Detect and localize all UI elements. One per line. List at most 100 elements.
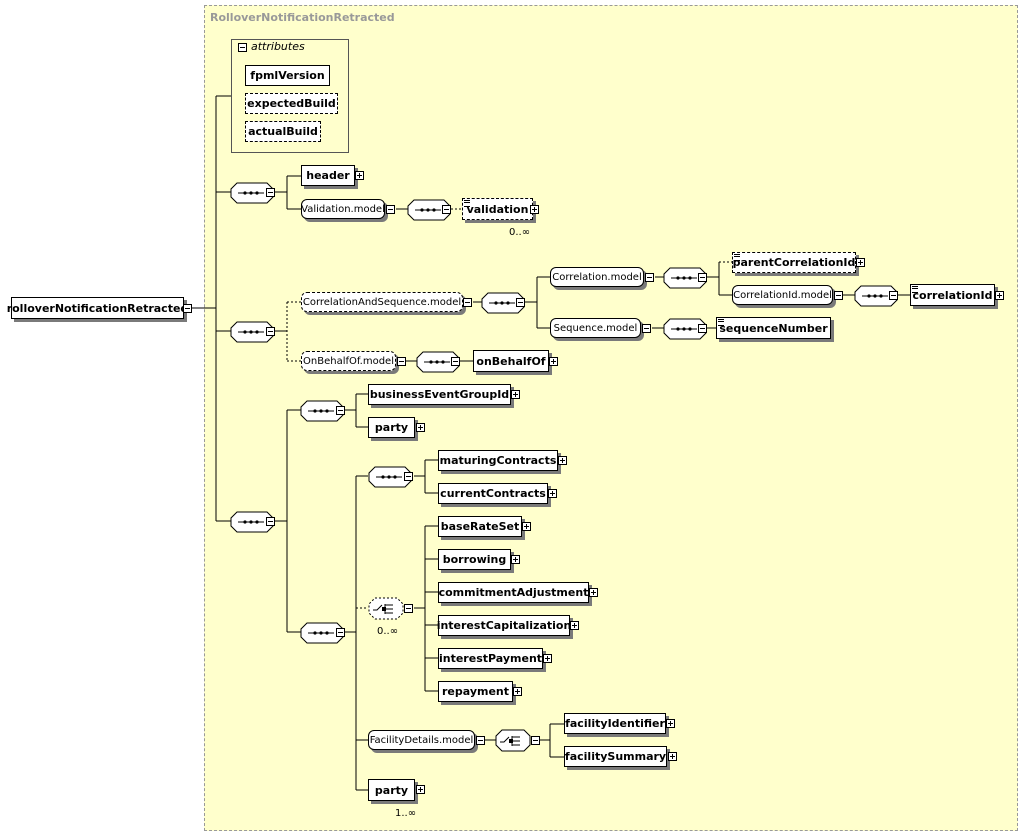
attributes-collapse-toggle[interactable]: [238, 43, 247, 52]
group-correlation-and-sequence-model[interactable]: CorrelationAndSequence.model: [301, 292, 463, 312]
group-correlation-id-model[interactable]: CorrelationId.model: [732, 285, 833, 305]
collapse-toggle[interactable]: [451, 357, 460, 366]
element-label: header: [306, 169, 350, 182]
attribute-actualbuild[interactable]: actualBuild: [245, 121, 321, 142]
element-label: onBehalfOf: [476, 354, 546, 368]
collapse-toggle[interactable]: [266, 327, 275, 336]
collapse-toggle[interactable]: [698, 273, 707, 282]
element-label: facilitySummary: [564, 750, 667, 763]
element-repayment[interactable]: repayment: [438, 681, 513, 702]
sequence-compositor-icon[interactable]: [368, 466, 416, 488]
collapse-toggle[interactable]: [463, 298, 472, 307]
element-sequence-number[interactable]: sequenceNumber: [716, 317, 831, 339]
expand-toggle[interactable]: [511, 555, 520, 564]
element-facility-summary[interactable]: facilitySummary: [564, 746, 667, 767]
attribute-fpmlversion[interactable]: fpmlVersion: [245, 65, 330, 86]
sequence-compositor-icon[interactable]: [481, 292, 529, 314]
sequence-compositor-icon[interactable]: [230, 321, 278, 343]
element-commitment-adjustment[interactable]: commitmentAdjustment: [438, 582, 589, 603]
collapse-toggle[interactable]: [397, 357, 406, 366]
collapse-toggle[interactable]: [386, 205, 395, 214]
element-current-contracts[interactable]: currentContracts: [438, 483, 548, 504]
element-party[interactable]: party: [368, 417, 415, 438]
element-interest-capitalization[interactable]: interestCapitalization: [437, 615, 571, 636]
expand-toggle[interactable]: [530, 205, 539, 214]
element-parent-correlation-id[interactable]: parentCorrelationId: [732, 252, 856, 273]
sequence-compositor-icon[interactable]: [663, 318, 711, 340]
element-label: maturingContracts: [439, 454, 557, 467]
group-sequence-model[interactable]: Sequence.model: [550, 318, 641, 338]
documentation-icon: [912, 286, 918, 293]
element-facility-identifier[interactable]: facilityIdentifier: [564, 713, 666, 734]
sequence-compositor-icon[interactable]: [230, 511, 278, 533]
group-label: CorrelationId.model: [733, 289, 832, 301]
collapse-toggle[interactable]: [442, 205, 451, 214]
expand-toggle[interactable]: [355, 171, 364, 180]
sequence-compositor-icon[interactable]: [663, 267, 711, 289]
attribute-label: fpmlVersion: [250, 69, 325, 82]
collapse-toggle[interactable]: [645, 273, 654, 282]
choice-compositor-icon[interactable]: [368, 597, 416, 621]
expand-toggle[interactable]: [558, 456, 567, 465]
root-collapse-toggle[interactable]: [183, 304, 192, 313]
expand-toggle[interactable]: [668, 752, 677, 761]
element-label: repayment: [441, 685, 510, 698]
expand-toggle[interactable]: [549, 357, 558, 366]
sequence-compositor-icon[interactable]: [300, 622, 348, 644]
expand-toggle[interactable]: [543, 654, 552, 663]
root-element-node[interactable]: rolloverNotificationRetracted: [7, 297, 188, 319]
sequence-compositor-icon[interactable]: [230, 182, 278, 204]
sequence-compositor-icon[interactable]: [300, 400, 348, 422]
collapse-toggle[interactable]: [336, 628, 345, 637]
collapse-toggle[interactable]: [516, 298, 525, 307]
element-borrowing[interactable]: borrowing: [438, 549, 511, 570]
expand-toggle[interactable]: [589, 588, 598, 597]
collapse-toggle[interactable]: [698, 324, 707, 333]
collapse-toggle[interactable]: [266, 188, 275, 197]
expand-toggle[interactable]: [666, 719, 675, 728]
group-validation-model[interactable]: Validation.model: [301, 199, 385, 219]
expand-toggle[interactable]: [548, 489, 557, 498]
sequence-compositor-icon[interactable]: [854, 285, 902, 307]
group-correlation-model[interactable]: Correlation.model: [550, 267, 644, 287]
sequence-compositor-icon[interactable]: [407, 199, 455, 221]
collapse-toggle[interactable]: [404, 472, 413, 481]
group-on-behalf-of-model[interactable]: OnBehalfOf.model: [301, 351, 396, 371]
expand-toggle[interactable]: [513, 687, 522, 696]
group-label: CorrelationAndSequence.model: [302, 296, 462, 308]
element-label: parentCorrelationId: [732, 256, 856, 269]
element-on-behalf-of[interactable]: onBehalfOf: [473, 350, 549, 372]
collapse-toggle[interactable]: [531, 736, 540, 745]
collapse-toggle[interactable]: [336, 406, 345, 415]
choice-compositor-icon[interactable]: [495, 729, 543, 753]
element-base-rate-set[interactable]: baseRateSet: [438, 516, 522, 537]
collapse-toggle[interactable]: [834, 291, 843, 300]
expand-toggle[interactable]: [416, 423, 425, 432]
element-header[interactable]: header: [301, 165, 355, 186]
element-maturing-contracts[interactable]: maturingContracts: [438, 450, 558, 471]
collapse-toggle[interactable]: [889, 291, 898, 300]
expand-toggle[interactable]: [416, 785, 425, 794]
attribute-expectedbuild[interactable]: expectedBuild: [245, 93, 338, 114]
expand-toggle[interactable]: [522, 522, 531, 531]
element-party[interactable]: party: [368, 779, 415, 801]
element-correlation-id[interactable]: correlationId: [910, 284, 995, 306]
collapse-toggle[interactable]: [266, 517, 275, 526]
expand-toggle[interactable]: [511, 390, 520, 399]
sequence-compositor-icon[interactable]: [416, 351, 464, 373]
expand-toggle[interactable]: [856, 258, 865, 267]
element-validation[interactable]: validation: [462, 198, 533, 220]
element-business-event-group-id[interactable]: businessEventGroupId: [368, 384, 511, 405]
cardinality-label: 0..∞: [509, 227, 531, 238]
group-facility-details-model[interactable]: FacilityDetails.model: [368, 730, 475, 750]
collapse-toggle[interactable]: [476, 736, 485, 745]
root-element-label: rolloverNotificationRetracted: [6, 301, 189, 315]
collapse-toggle[interactable]: [404, 604, 413, 613]
element-label: borrowing: [442, 553, 507, 566]
element-interest-payment[interactable]: interestPayment: [438, 648, 543, 669]
expand-toggle[interactable]: [570, 621, 579, 630]
expand-toggle[interactable]: [995, 291, 1004, 300]
collapse-toggle[interactable]: [642, 324, 651, 333]
